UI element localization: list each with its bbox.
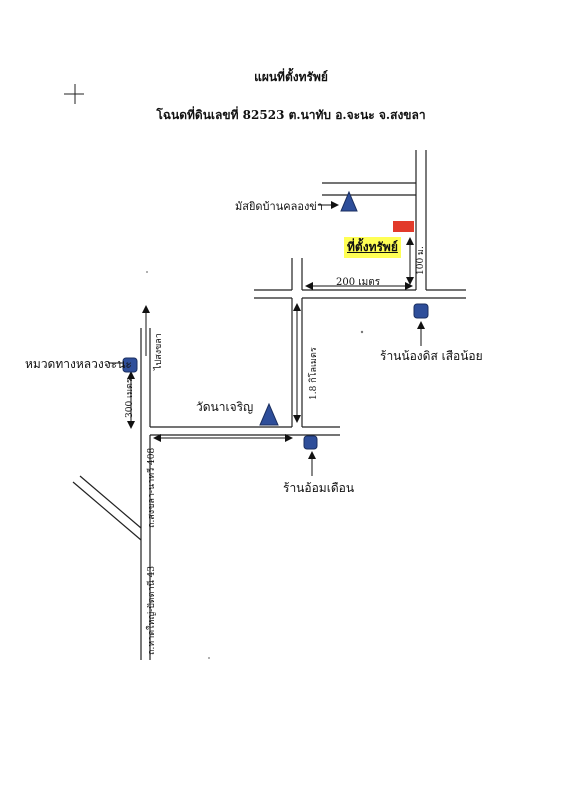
- crosshair-mark: [64, 84, 84, 104]
- shop-om-icon: [303, 435, 318, 450]
- distance-1-8km-label: 1.8 กิโลเมตร: [309, 347, 319, 400]
- property-label: ที่ตั้งทรัพย์: [344, 237, 401, 258]
- highway-unit-icon: [122, 357, 138, 373]
- mosque-triangle-icon: [340, 190, 358, 212]
- road-408-label: ถ.สงขลา-นาทวี 408: [147, 447, 157, 528]
- distance-200m-label: 200 เมตร: [336, 277, 381, 288]
- wat-triangle-icon: [259, 402, 279, 426]
- map-title: แผนที่ตั้งทรัพย์: [254, 70, 328, 84]
- distance-300m-label: 300 เมตร: [125, 378, 135, 418]
- road-right-vertical: [322, 150, 427, 290]
- highway-unit-label: หมวดทางหลวงจะนะ: [25, 357, 132, 371]
- road-43-label: ถ.หาดใหญ่-ปัตตานี 43: [147, 565, 157, 655]
- shop-om-label: ร้านอ้อมเดือน: [283, 481, 355, 495]
- map-subtitle: โฉนดที่ดินเลขที่ 82523 ต.นาทับ อ.จะนะ จ.…: [156, 108, 426, 122]
- mosque-label: มัสยิดบ้านคลองข่า: [235, 200, 324, 213]
- shop-nongdit-label: ร้านน้องดิส เสือน้อย: [380, 349, 483, 363]
- wat-label: วัดนาเจริญ: [196, 400, 254, 414]
- road-408: [140, 328, 151, 660]
- road-horizontal-top: [254, 258, 466, 299]
- shop-nongdit-icon: [413, 303, 429, 319]
- road-43-diagonal: [72, 475, 142, 541]
- to-songkhla-label: ไปสงขลา: [154, 333, 164, 370]
- distance-100m-label: 100 ม.: [416, 246, 426, 275]
- property-marker-icon: [393, 221, 414, 232]
- road-horizontal-bottom: [150, 426, 340, 436]
- road-middle-vertical: [291, 298, 303, 427]
